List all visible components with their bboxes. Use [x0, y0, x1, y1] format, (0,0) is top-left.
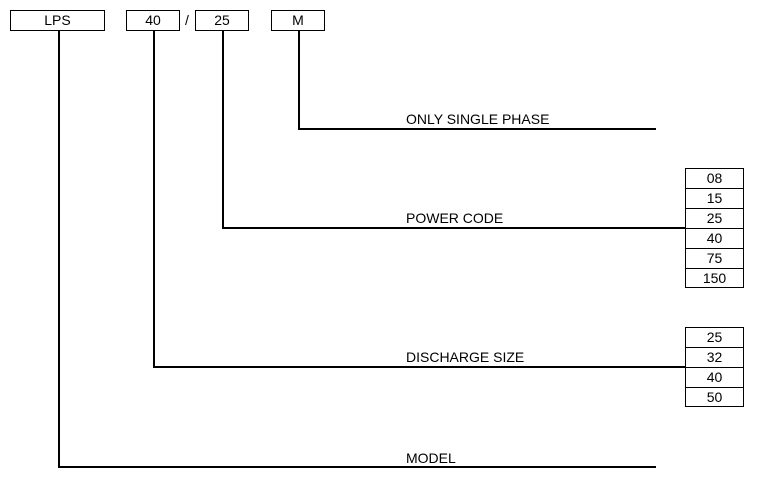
power-code-cell: 150 — [702, 270, 727, 286]
power-connector-vertical — [222, 31, 224, 228]
power-code-box: 25 — [195, 10, 249, 31]
model-label: MODEL — [406, 450, 456, 466]
discharge-label: DISCHARGE SIZE — [406, 349, 525, 365]
phase-code-box: M — [271, 10, 325, 31]
discharge-size-cell: 40 — [686, 368, 743, 388]
discharge-code-box: 40 — [126, 10, 180, 31]
power-code-cell: 75 — [686, 249, 743, 269]
power-code-cell: 25 — [686, 209, 743, 229]
discharge-connector-vertical — [153, 31, 155, 367]
phase-label: ONLY SINGLE PHASE — [406, 111, 550, 127]
discharge-size-cell: 32 — [686, 348, 743, 368]
phase-connector-vertical — [298, 31, 300, 129]
phase-connector-horizontal — [298, 128, 656, 130]
code-separator: / — [185, 12, 189, 28]
discharge-connector-horizontal — [153, 366, 685, 368]
power-code-table: 08 15 25 40 75 150 — [685, 168, 744, 288]
model-connector-horizontal — [58, 466, 656, 468]
discharge-size-cell: 25 — [686, 328, 743, 348]
model-code-box: LPS — [10, 10, 105, 31]
power-code-cell: 40 — [686, 229, 743, 249]
model-connector-vertical — [58, 31, 60, 467]
discharge-size-cell: 50 — [706, 389, 723, 405]
power-code-cell: 08 — [686, 169, 743, 189]
power-connector-horizontal — [222, 227, 685, 229]
discharge-size-table: 25 32 40 50 — [685, 327, 744, 407]
power-label: POWER CODE — [406, 210, 504, 226]
power-code-cell: 15 — [686, 189, 743, 209]
